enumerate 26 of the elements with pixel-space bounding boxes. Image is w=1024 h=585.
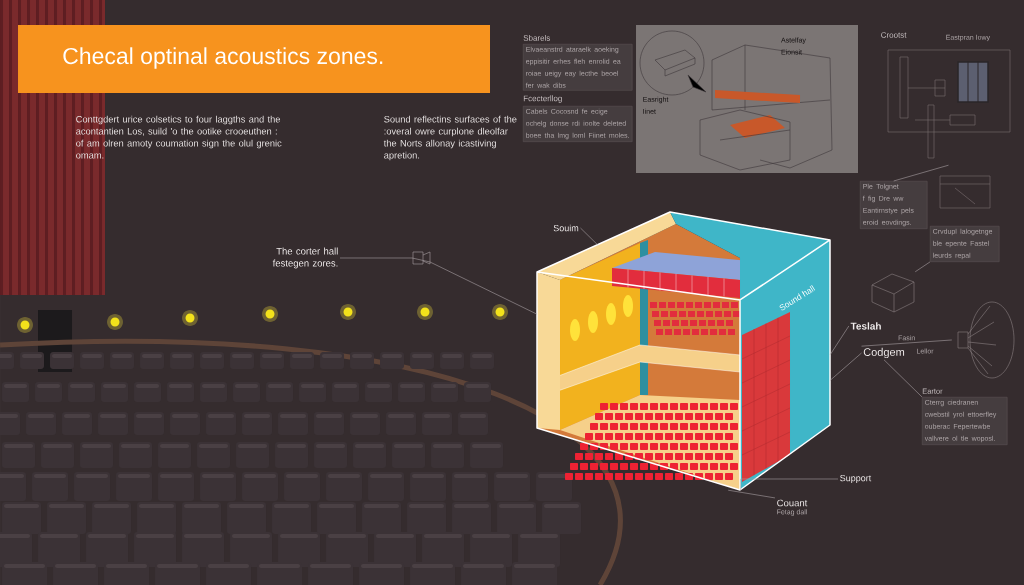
paragraph-text: Sound reflectins surfaces of the :overal owre curplone dleolfar the Norts allonay icastiving apretion. xyxy=(383,115,517,161)
leader-line xyxy=(727,489,776,499)
leader-line xyxy=(339,257,538,315)
heading-text: Crootst xyxy=(881,32,907,38)
node-label: Sbarels xyxy=(523,34,551,41)
leader-line xyxy=(861,339,953,347)
loudspeaker-drawing xyxy=(957,301,1015,379)
schematic-drawing xyxy=(887,49,1011,159)
callout-label: Teslah xyxy=(850,322,881,330)
title-banner: Checal optinal acoustics zones. xyxy=(18,25,490,93)
cutaway-hall-drawing xyxy=(536,211,831,491)
leader-line xyxy=(580,227,598,246)
leader-line xyxy=(914,261,931,273)
callout-label: Souim xyxy=(553,224,579,232)
leader-line xyxy=(893,164,949,182)
callout-label: The corter hall festegen zores. xyxy=(272,247,338,269)
callout-label: Couant xyxy=(777,499,808,507)
node-label: Fcecterllog xyxy=(523,95,562,103)
box-sketch xyxy=(871,273,915,313)
callout-label: Support xyxy=(840,474,872,484)
paragraph-text: Conttgdert urice colsetics to four laggths and the acontantien Los, suild 'o the ootike crooeuthen : of am olren amoty coumation sign the olul grenic omam. xyxy=(76,115,282,159)
callout-label: Codgem xyxy=(863,347,905,359)
leader-line xyxy=(829,325,850,355)
leader-line xyxy=(883,359,923,398)
leader-line xyxy=(829,352,862,381)
leader-line xyxy=(740,478,839,491)
